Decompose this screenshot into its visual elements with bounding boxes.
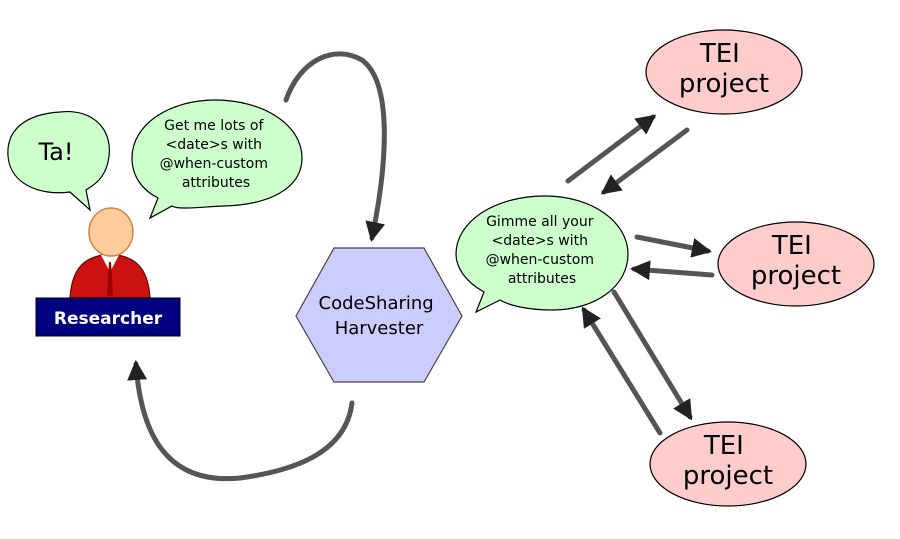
tei-project-3: TEI project xyxy=(649,421,807,507)
researcher-label-box xyxy=(35,297,181,337)
arrow-tei-2-to-query xyxy=(630,260,715,281)
query-speech-text: Gimme all your <date>s with @when-custom… xyxy=(486,214,599,287)
request-speech-bubble: Get me lots of <date>s with @when-custom… xyxy=(131,99,303,220)
arrow-harvester-to-researcher xyxy=(127,360,355,482)
arrow-tei-3-to-query xyxy=(581,306,663,436)
query-line-4: attributes xyxy=(508,271,576,287)
arrow-query-to-tei-3 xyxy=(611,289,693,421)
query-speech-bubble: Gimme all your <date>s with @when-custom… xyxy=(455,195,629,314)
query-line-2: <date>s with xyxy=(492,233,588,249)
researcher-figure xyxy=(69,207,151,299)
researcher-speech-text: Ta! xyxy=(37,138,73,166)
researcher-head xyxy=(88,207,134,257)
tei-project-1-text: TEI project xyxy=(679,39,769,99)
query-line-3: @when-custom xyxy=(486,252,594,268)
researcher-label-text: Researcher xyxy=(54,309,163,329)
tei-project-3-line-1: TEI xyxy=(703,431,744,461)
harvester-line-1: CodeSharing xyxy=(319,293,434,314)
tei-project-1-shape xyxy=(645,29,803,115)
request-speech-text: Get me lots of <date>s with @when-custom… xyxy=(160,118,273,191)
harvester-node: CodeSharing Harvester xyxy=(295,247,463,383)
request-line-2: <date>s with xyxy=(166,137,262,153)
tei-project-3-shape xyxy=(649,421,807,507)
tei-project-2-line-1: TEI xyxy=(771,231,812,261)
tei-project-1: TEI project xyxy=(645,29,803,115)
request-line-4: attributes xyxy=(182,175,250,191)
arrow-query-to-tei-2 xyxy=(634,234,712,258)
tei-project-2-line-2: project xyxy=(751,261,841,291)
request-line-1: Get me lots of xyxy=(164,118,264,134)
tei-project-2-text: TEI project xyxy=(751,231,841,291)
harvester-text: CodeSharing Harvester xyxy=(319,293,440,339)
researcher-label: Researcher xyxy=(35,297,181,337)
query-line-1: Gimme all your xyxy=(486,214,594,230)
tei-project-2-shape xyxy=(717,221,875,307)
arrow-request-to-harvester xyxy=(283,51,387,242)
arrows xyxy=(127,51,715,482)
tei-project-3-line-2: project xyxy=(683,461,773,491)
tei-project-1-line-2: project xyxy=(679,69,769,99)
researcher-tie xyxy=(107,262,113,296)
tei-project-2: TEI project xyxy=(717,221,875,307)
tei-project-1-line-1: TEI xyxy=(699,39,740,69)
researcher-speech-bubble: Ta! xyxy=(7,111,110,212)
arrow-query-to-tei-1 xyxy=(565,114,657,184)
harvester-hexagon xyxy=(295,247,463,383)
harvester-line-2: Harvester xyxy=(335,318,424,339)
tei-project-3-text: TEI project xyxy=(683,431,773,491)
arrow-tei-1-to-query xyxy=(600,127,690,195)
request-line-3: @when-custom xyxy=(160,156,268,172)
